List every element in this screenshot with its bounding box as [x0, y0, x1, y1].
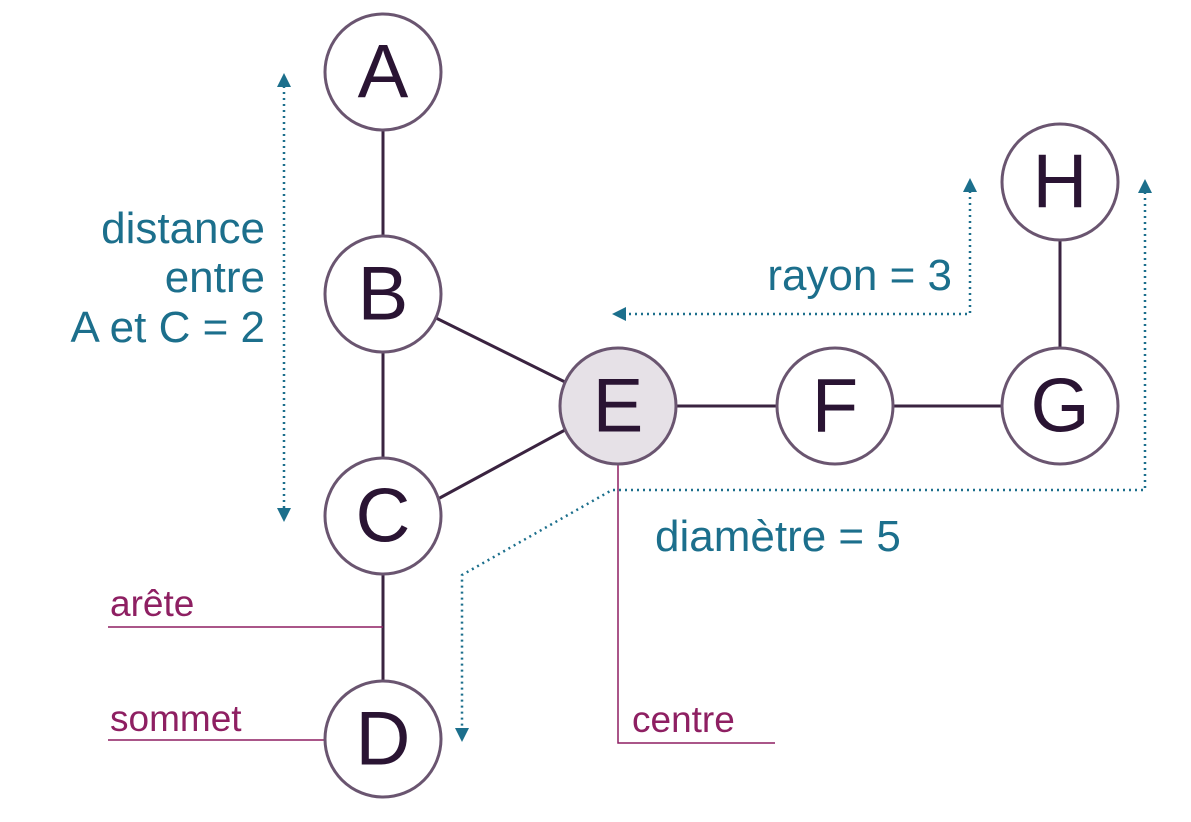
blue-annotations: distance entre A et C = 2 rayon = 3 diam…: [71, 204, 952, 561]
node-d: D: [323, 679, 443, 799]
edges: [381, 130, 1062, 681]
node-b: B: [323, 234, 443, 354]
node-g-label: G: [1030, 364, 1089, 449]
edge-b-e: [435, 316, 566, 384]
arete-label: arête: [110, 583, 194, 624]
node-e-center: E: [558, 346, 678, 466]
node-f-label: F: [812, 364, 858, 449]
node-h: H: [1000, 122, 1120, 242]
node-b-label: B: [358, 252, 409, 337]
node-c-label: C: [356, 474, 411, 559]
distance-line-3: A et C = 2: [71, 303, 265, 352]
node-e-label: E: [593, 364, 644, 449]
diametre-label: diamètre = 5: [655, 512, 901, 561]
nodes: A B C D E F G H: [323, 12, 1120, 799]
node-h-label: H: [1033, 140, 1088, 225]
centre-label: centre: [632, 699, 735, 740]
purple-labels: arête sommet centre: [110, 583, 735, 740]
distance-line-2: entre: [165, 253, 265, 302]
node-c: C: [323, 456, 443, 576]
distance-line-1: distance: [101, 204, 265, 253]
node-f: F: [775, 346, 895, 466]
node-g: G: [1000, 346, 1120, 466]
rayon-label: rayon = 3: [767, 251, 952, 300]
node-a: A: [323, 12, 443, 132]
edge-c-e: [435, 428, 566, 502]
measure-arrows: [277, 73, 1152, 742]
sommet-label: sommet: [110, 698, 242, 739]
diametre-arrow: [455, 179, 1152, 742]
node-a-label: A: [358, 30, 409, 115]
node-d-label: D: [356, 697, 411, 782]
